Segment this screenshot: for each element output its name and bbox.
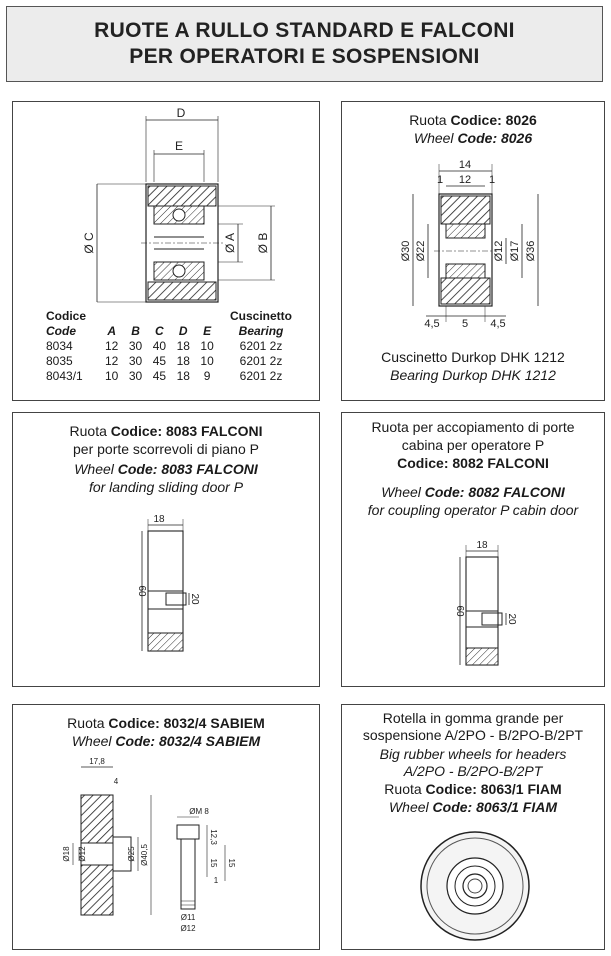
dim-4: 4 [114, 777, 119, 786]
table-row: 8043/1 10 30 45 18 9 6201 2z [46, 369, 283, 383]
caption-8082-en: Wheel Code: 8082 FALCONI [381, 484, 565, 500]
dim-1: 1 [214, 876, 219, 885]
dim-14: 14 [459, 159, 471, 171]
dim-12: 12 [459, 174, 471, 186]
table-header-code: Code [46, 324, 76, 338]
dim-1-left: 1 [437, 174, 443, 186]
bearing-label-en: Bearing Durkop DHK 1212 [390, 367, 556, 383]
dim-d40-5: Ø40,5 [140, 844, 149, 866]
caption-8083-it: Ruota Codice: 8083 FALCONI [69, 423, 263, 439]
page-header: RUOTE A RULLO STANDARD E FALCONI PER OPE… [6, 6, 603, 82]
dim-d25: Ø25 [127, 846, 136, 862]
table-header-cuscinetto: Cuscinetto [230, 309, 293, 323]
caption-8082-code: Codice: 8082 FALCONI [397, 455, 549, 471]
dim-d12: Ø12 [78, 846, 87, 862]
dim-m8: ØM 8 [189, 807, 209, 816]
drawing-wheel-8082: 18 60 20 [454, 540, 517, 666]
dim-d11: Ø11 [181, 913, 196, 922]
caption-8083-use-it: per porte scorrevoli di piano P [73, 441, 259, 457]
caption-8063-it: Ruota Codice: 8063/1 FIAM [384, 781, 562, 797]
dim-17-8: 17,8 [89, 757, 105, 766]
caption-8063-en-2: A/2PO - B/2PO-B/2PT [403, 763, 543, 779]
caption-8032-it: Ruota Codice: 8032/4 SABIEM [67, 715, 265, 731]
dim-e: E [175, 139, 183, 153]
caption-8082-desc-2: cabina per operatore P [401, 437, 545, 453]
caption-8082-use-en: for coupling operator P cabin door [367, 502, 579, 518]
dim-60: 60 [454, 605, 465, 617]
dim-15b: 15 [227, 859, 236, 868]
caption-8063-desc-2: sospensione A/2PO - B/2PO-B/2PT [362, 727, 584, 743]
standard-wheels-table: Codice Cuscinetto Code A B C D E Bearing… [43, 309, 303, 384]
drawing-wheel-8032-4: 17,8 4 Ø18 Ø12 Ø25 Ø40,5 ØM 8 12,3 15 1 … [62, 757, 236, 933]
drawing-wheel-8026: 14 12 1 1 Ø30 Ø22 Ø12 Ø17 Ø36 4,5 5 4,5 [400, 159, 539, 330]
caption-8082-desc-1: Ruota per accopiamento di porte [371, 419, 575, 435]
dim-d: D [177, 106, 186, 120]
bearing-label-it: Cuscinetto Durkop DHK 1212 [381, 349, 565, 365]
dim-d12: Ø12 [493, 241, 505, 262]
panel-wheel-8063-1: Rotella in gomma grande per sospensione … [341, 704, 605, 950]
page-title-line-1: RUOTE A RULLO STANDARD E FALCONI [94, 19, 515, 42]
drawing-wheel-8083: 18 60 20 [136, 514, 200, 652]
table-row: 8035 12 30 45 18 10 6201 2z [46, 354, 283, 368]
panel-wheel-8082: Ruota per accopiamento di porte cabina p… [341, 412, 605, 687]
dim-12-3: 12,3 [209, 829, 218, 845]
dim-4-5-left: 4,5 [424, 318, 439, 330]
caption-8032-en: Wheel Code: 8032/4 SABIEM [71, 733, 261, 749]
dim-20: 20 [189, 593, 200, 605]
dim-d36: Ø36 [525, 241, 537, 262]
page-title-line-2: PER OPERATORI E SOSPENSIONI [129, 45, 480, 68]
dim-4-5-right: 4,5 [490, 318, 505, 330]
dim-60: 60 [136, 585, 147, 597]
dim-18: 18 [153, 514, 165, 525]
table-header-codice: Codice [46, 309, 87, 323]
dim-d18: Ø18 [62, 846, 71, 862]
dim-a: Ø A [223, 233, 237, 253]
caption-8026-en: Wheel Code: 8026 [413, 130, 533, 146]
dim-15a: 15 [209, 859, 218, 868]
caption-8063-en: Wheel Code: 8063/1 FIAM [388, 799, 558, 815]
panel-wheel-8083: Ruota Codice: 8083 FALCONI per porte sco… [12, 412, 320, 687]
dim-b: Ø B [256, 233, 270, 254]
dim-18: 18 [476, 540, 488, 551]
caption-8083-use-en: for landing sliding door P [88, 479, 244, 495]
dim-20: 20 [506, 613, 517, 625]
dim-d30: Ø30 [400, 241, 412, 262]
caption-8063-en-1: Big rubber wheels for headers [379, 746, 567, 762]
dim-5: 5 [462, 318, 468, 330]
table-header-bearing: Bearing [238, 324, 284, 338]
drawing-rubber-wheel-8063-1 [420, 831, 530, 941]
caption-8063-desc-1: Rotella in gomma grande per [382, 710, 564, 726]
caption-8083-en: Wheel Code: 8083 FALCONI [74, 461, 258, 477]
caption-8026-it: Ruota Codice: 8026 [409, 112, 537, 128]
panel-wheel-8032-4: Ruota Codice: 8032/4 SABIEM Wheel Code: … [12, 704, 320, 950]
panel-standard-wheels: D E Ø C Ø A Ø B Codice [12, 101, 320, 401]
dim-d22: Ø22 [415, 241, 427, 262]
panel-wheel-8026: Ruota Codice: 8026 Wheel Code: 8026 14 1… [341, 101, 605, 401]
dim-d12-bottom: Ø12 [180, 924, 196, 933]
table-row: 8034 12 30 40 18 10 6201 2z [46, 339, 283, 353]
dim-d17: Ø17 [509, 241, 521, 262]
dim-c: Ø C [82, 232, 96, 254]
drawing-standard-wheel: D E Ø C Ø A Ø B [82, 106, 275, 303]
